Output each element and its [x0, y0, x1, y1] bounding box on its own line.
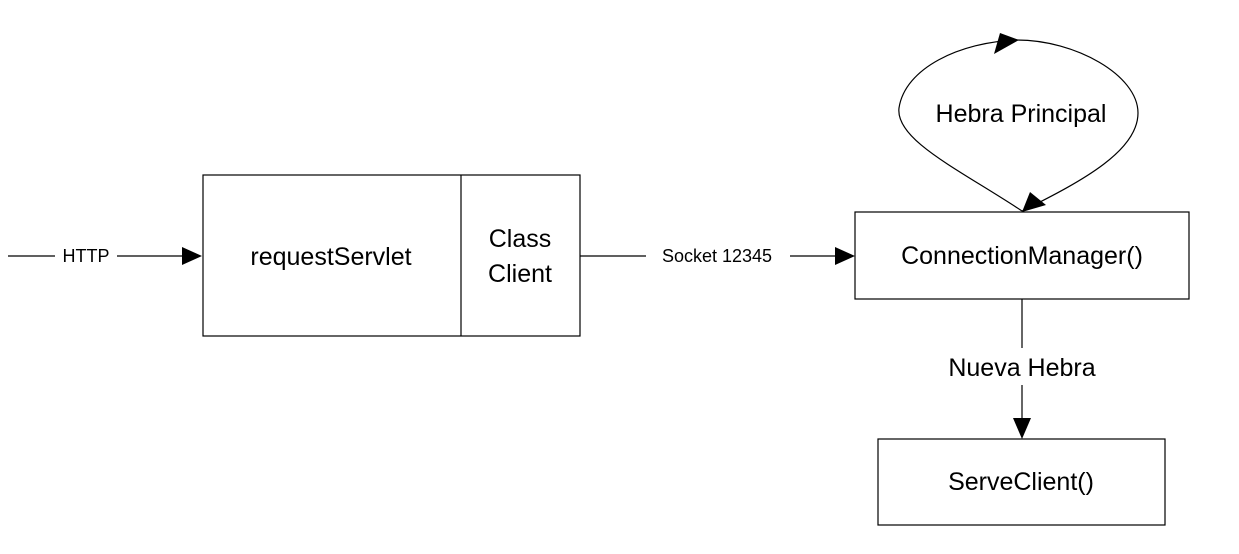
request-servlet-node: requestServlet Class Client [202, 174, 581, 337]
main-thread-label: Hebra Principal [936, 100, 1107, 128]
http-edge-label: HTTP [63, 246, 110, 266]
class-client-label-line2: Client [488, 260, 552, 288]
socket-edge-label: Socket 12345 [662, 246, 772, 266]
socket-edge: Socket 12345 [580, 244, 855, 268]
connection-manager-node: ConnectionManager() [854, 211, 1190, 300]
http-edge: HTTP [8, 244, 202, 268]
request-servlet-label: requestServlet [250, 243, 411, 271]
connection-manager-label: ConnectionManager() [901, 242, 1143, 270]
main-thread-loop: Hebra Principal [898, 33, 1139, 212]
new-thread-edge: Nueva Hebra [948, 299, 1096, 439]
class-client-label-line1: Class [489, 225, 552, 253]
serve-client-label: ServeClient() [948, 468, 1094, 496]
serve-client-node: ServeClient() [877, 438, 1166, 526]
new-thread-label: Nueva Hebra [948, 354, 1095, 382]
